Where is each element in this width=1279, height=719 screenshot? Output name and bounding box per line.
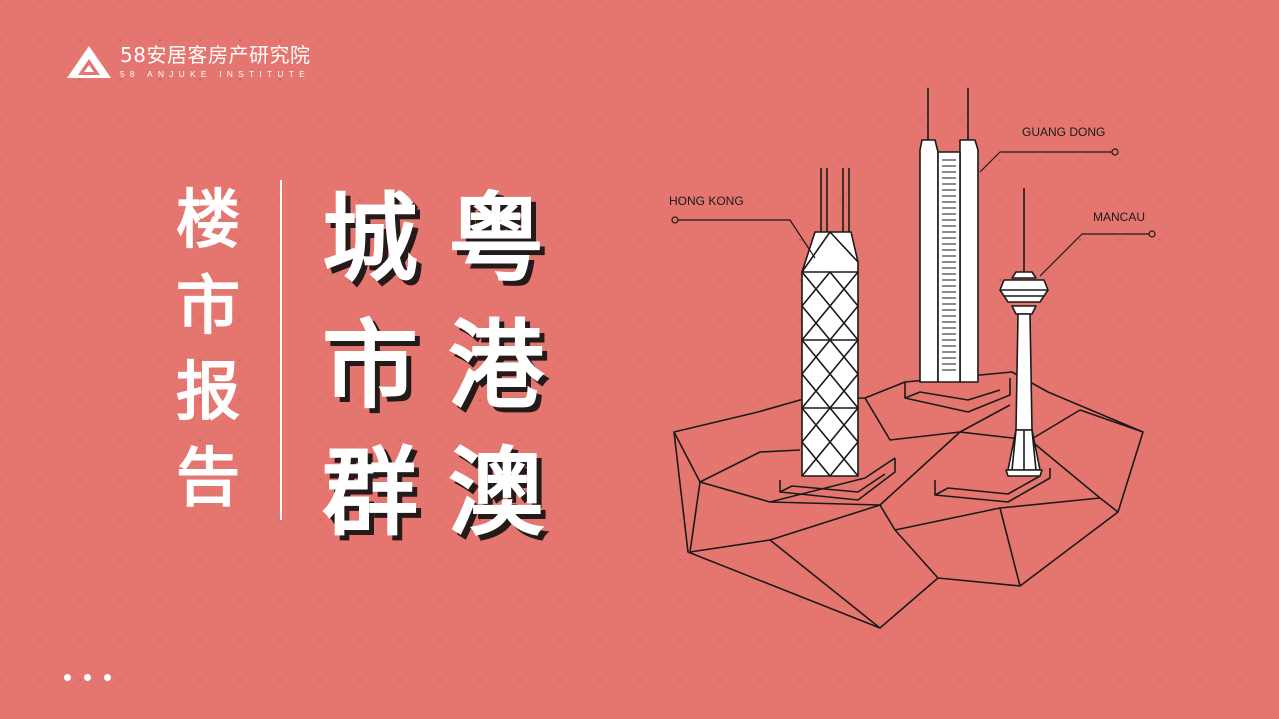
callout-lines	[671, 148, 1156, 277]
brand-name-en: 58 ANJUKE INSTITUTE	[120, 69, 310, 79]
floating-island-icon	[673, 371, 1144, 629]
pagination-dot[interactable]	[64, 674, 71, 681]
brand-name-cn: 58安居客房产研究院	[120, 43, 311, 67]
report-type-char: 报	[176, 356, 240, 430]
main-title-char: 群	[322, 437, 418, 549]
main-title-char: 港	[448, 310, 544, 422]
main-title-char: 市	[322, 310, 418, 422]
twin-tower-icon	[919, 88, 979, 383]
report-type-title: 楼 市 报 告	[172, 178, 244, 522]
main-title-column-1: 城 市 群	[310, 176, 430, 557]
main-title-column-2: 粤 港 澳	[436, 176, 556, 557]
macau-label: MANCAU	[1093, 210, 1145, 224]
main-title-char: 澳	[448, 437, 544, 549]
macau-tower-icon	[999, 188, 1049, 477]
main-title-char: 城	[322, 183, 418, 295]
report-type-char: 市	[176, 270, 240, 344]
vertical-divider	[280, 180, 282, 520]
hong-kong-label: HONG KONG	[669, 194, 744, 208]
brand-logo: 58安居客房产研究院 58 ANJUKE INSTITUTE	[66, 44, 310, 80]
main-title-char: 粤	[448, 183, 544, 295]
anjuke-logo-icon	[67, 46, 111, 78]
pagination-dot[interactable]	[84, 674, 91, 681]
pagination-dot[interactable]	[104, 674, 111, 681]
pagination-dots	[64, 674, 111, 681]
bank-of-china-tower-icon	[801, 168, 859, 477]
report-type-char: 告	[176, 442, 240, 516]
guangdong-label: GUANG DONG	[1022, 125, 1105, 139]
report-type-char: 楼	[176, 184, 240, 258]
